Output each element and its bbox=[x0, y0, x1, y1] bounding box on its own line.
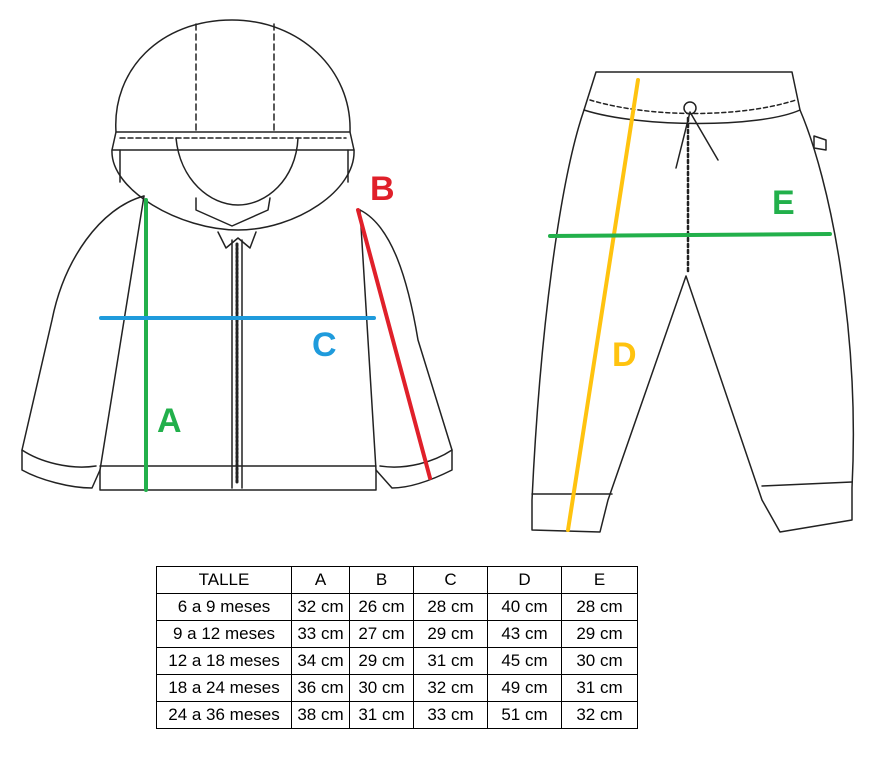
table-cell: 18 a 24 meses bbox=[156, 674, 292, 702]
table-header-row: TALLE A B C D E bbox=[156, 566, 638, 594]
table-cell: 30 cm bbox=[561, 647, 638, 675]
label-b: B bbox=[370, 170, 395, 208]
table-row: 24 a 36 meses 38 cm 31 cm 33 cm 51 cm 32… bbox=[156, 701, 638, 729]
header-d: D bbox=[487, 566, 562, 594]
table-cell: 33 cm bbox=[413, 701, 488, 729]
table-cell: 24 a 36 meses bbox=[156, 701, 292, 729]
measure-line-b bbox=[356, 208, 432, 480]
header-c: C bbox=[413, 566, 488, 594]
hood-inner bbox=[111, 149, 355, 231]
measure-line-d bbox=[566, 78, 640, 532]
table-cell: 40 cm bbox=[487, 593, 562, 621]
table-cell: 26 cm bbox=[349, 593, 414, 621]
hoodie-sleeve-left bbox=[21, 195, 145, 489]
table-cell: 6 a 9 meses bbox=[156, 593, 292, 621]
table-cell: 43 cm bbox=[487, 620, 562, 648]
table-cell: 30 cm bbox=[349, 674, 414, 702]
table-cell: 27 cm bbox=[349, 620, 414, 648]
table-cell: 31 cm bbox=[349, 701, 414, 729]
hoodie-sleeve-right bbox=[359, 209, 453, 489]
table-cell: 32 cm bbox=[561, 701, 638, 729]
table-cell: 45 cm bbox=[487, 647, 562, 675]
table-cell: 29 cm bbox=[413, 620, 488, 648]
label-e: E bbox=[772, 184, 795, 222]
table-row: 9 a 12 meses 33 cm 27 cm 29 cm 43 cm 29 … bbox=[156, 620, 638, 648]
table-cell: 32 cm bbox=[291, 593, 350, 621]
pants-outline bbox=[531, 109, 855, 533]
hood-brim bbox=[111, 131, 355, 151]
label-a: A bbox=[157, 402, 182, 440]
measurement-lines bbox=[99, 78, 832, 532]
table-cell: 51 cm bbox=[487, 701, 562, 729]
header-a: A bbox=[291, 566, 350, 594]
table-cell: 9 a 12 meses bbox=[156, 620, 292, 648]
table-cell: 28 cm bbox=[413, 593, 488, 621]
table-cell: 28 cm bbox=[561, 593, 638, 621]
table-cell: 31 cm bbox=[561, 674, 638, 702]
table-cell: 49 cm bbox=[487, 674, 562, 702]
table-row: 18 a 24 meses 36 cm 30 cm 32 cm 49 cm 31… bbox=[156, 674, 638, 702]
size-table: TALLE A B C D E 6 a 9 meses 32 cm 26 cm … bbox=[156, 566, 638, 729]
pants-drawing bbox=[531, 71, 855, 533]
table-row: 12 a 18 meses 34 cm 29 cm 31 cm 45 cm 30… bbox=[156, 647, 638, 675]
table-cell: 29 cm bbox=[561, 620, 638, 648]
table-cell: 31 cm bbox=[413, 647, 488, 675]
garment-diagram: A B C D E bbox=[21, 19, 855, 533]
table-cell: 29 cm bbox=[349, 647, 414, 675]
drawstring bbox=[675, 111, 719, 169]
hood-outline bbox=[115, 19, 351, 133]
table-cell: 34 cm bbox=[291, 647, 350, 675]
table-row: 6 a 9 meses 32 cm 26 cm 28 cm 40 cm 28 c… bbox=[156, 593, 638, 621]
header-b: B bbox=[349, 566, 414, 594]
table-cell: 32 cm bbox=[413, 674, 488, 702]
header-e: E bbox=[561, 566, 638, 594]
zipper bbox=[231, 239, 243, 489]
measure-line-e bbox=[548, 232, 832, 238]
table-cell: 12 a 18 meses bbox=[156, 647, 292, 675]
table-cell: 38 cm bbox=[291, 701, 350, 729]
table-cell: 33 cm bbox=[291, 620, 350, 648]
header-talle: TALLE bbox=[156, 566, 292, 594]
pants-waistband bbox=[583, 71, 801, 125]
hoodie-drawing bbox=[21, 19, 453, 491]
label-c: C bbox=[312, 326, 337, 364]
hoodie-body bbox=[99, 195, 377, 491]
label-d: D bbox=[612, 336, 637, 374]
table-cell: 36 cm bbox=[291, 674, 350, 702]
